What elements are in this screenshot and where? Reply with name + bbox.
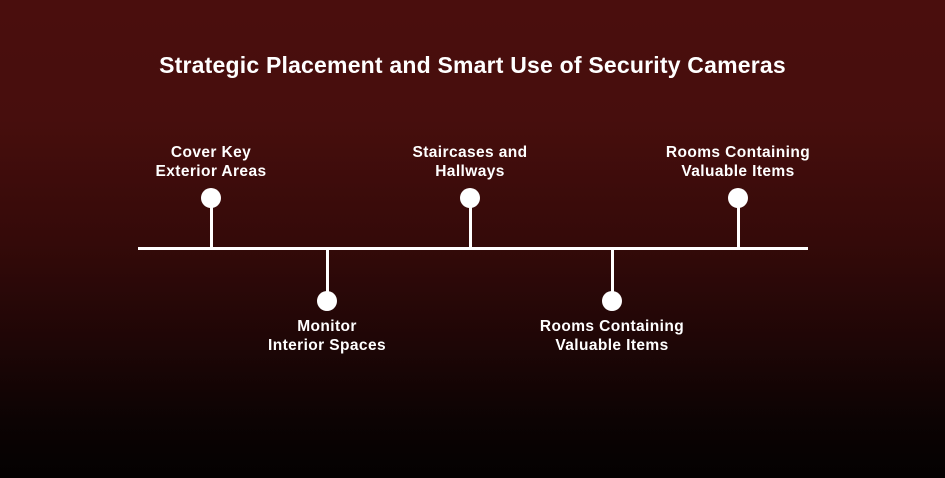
node-label-line2: Valuable Items (555, 337, 669, 354)
node-label-line1: Staircases and (412, 144, 528, 161)
node-connector-stem (209, 197, 213, 249)
node-dot (317, 291, 337, 311)
node-label-line1: Rooms Containing (665, 144, 811, 161)
node-dot (728, 188, 748, 208)
node-label: Staircases and Hallways (350, 143, 590, 181)
node-label: Monitor Interior Spaces (207, 317, 447, 355)
node-label-line2: Interior Spaces (268, 337, 386, 354)
node-label-line1: Monitor (297, 318, 357, 335)
node-dot (602, 291, 622, 311)
page-title: Strategic Placement and Smart Use of Sec… (159, 52, 786, 78)
node-connector-stem (610, 249, 614, 301)
node-label: Cover Key Exterior Areas (91, 143, 331, 181)
node-label-line1: Cover Key (170, 144, 252, 161)
node-label-line1: Rooms Containing (539, 318, 685, 335)
node-dot (460, 188, 480, 208)
node-dot (201, 188, 221, 208)
node-label-line2: Valuable Items (681, 163, 795, 180)
node-label-line2: Hallways (435, 163, 505, 180)
node-connector-stem (736, 197, 740, 249)
node-label: Rooms Containing Valuable Items (492, 317, 732, 355)
node-label: Rooms Containing Valuable Items (618, 143, 858, 181)
node-connector-stem (468, 197, 472, 249)
node-connector-stem (325, 249, 329, 301)
node-label-line2: Exterior Areas (155, 163, 267, 180)
timeline-axis-line (138, 247, 808, 250)
